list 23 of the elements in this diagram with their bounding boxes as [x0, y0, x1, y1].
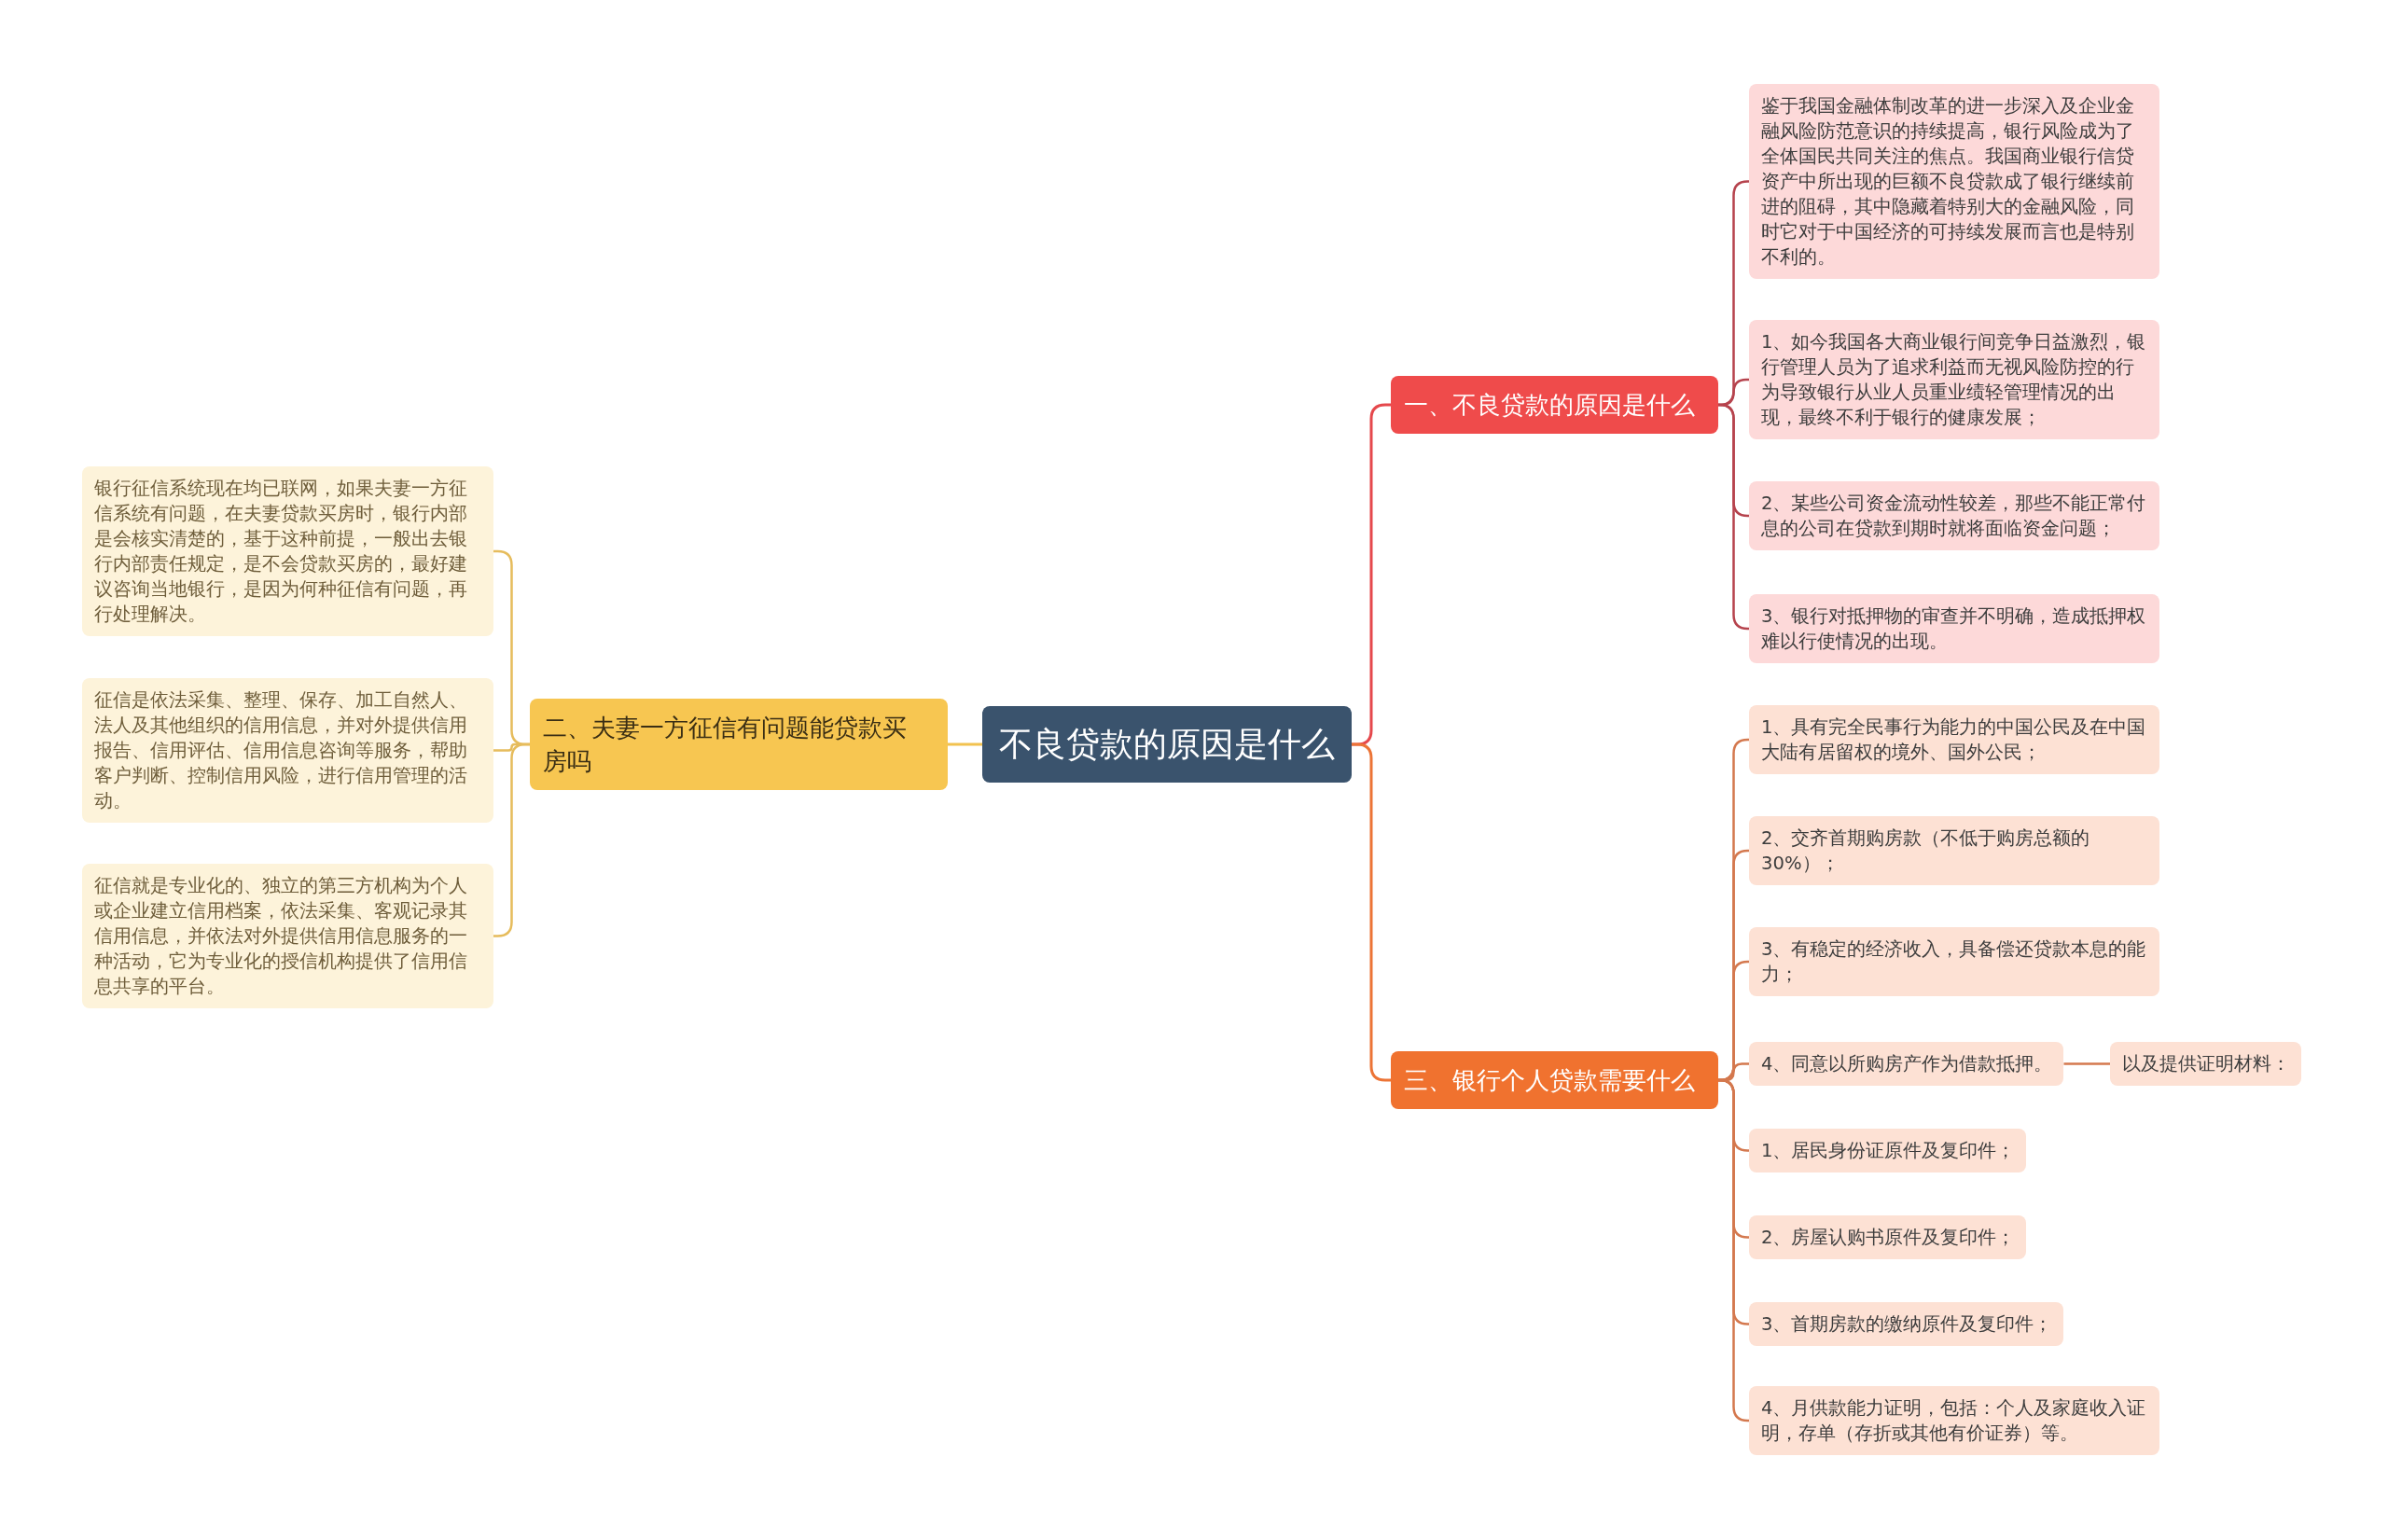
note-card: 银行征信系统现在均已联网，如果夫妻一方征信系统有问题，在夫妻贷款买房时，银行内部是会核实清楚的，基于这种前提，一般出去银行内部责任规定，是不会贷款买房的，最好建议咨询当地银行，是因为何种征信有问题，再行处理解决。 — [82, 466, 493, 636]
note-card: 鉴于我国金融体制改革的进一步深入及企业金融风险防范意识的持续提高，银行风险成为了全体国民共同关注的焦点。我国商业银行信贷资产中所出现的巨额不良贷款成了银行继续前进的阻碍，其中隐藏着特别大的金融风险，同时它对于中国经济的可持续发展而言也是特别不利的。 — [1749, 84, 2159, 279]
note-card: 1、具有完全民事行为能力的中国公民及在中国大陆有居留权的境外、国外公民； — [1749, 705, 2159, 774]
note-card: 3、有稳定的经济收入，具备偿还贷款本息的能力； — [1749, 927, 2159, 996]
note-card: 1、居民身份证原件及复印件； — [1749, 1129, 2027, 1172]
topic-box: 三、银行个人贷款需要什么 — [1391, 1051, 1718, 1109]
connector-line — [2063, 1062, 2110, 1065]
central-topic-box: 不良贷款的原因是什么 — [982, 706, 1352, 783]
connector-line — [1717, 1078, 1750, 1422]
note-card: 1、如今我国各大商业银行间竞争日益激烈，银行管理人员为了追求利益而无视风险防控的行为导致银行从业人员重业绩轻管理情况的出现，最终不利于银行的健康发展； — [1749, 320, 2159, 439]
connector-line — [948, 742, 982, 746]
topic-box: 一、不良贷款的原因是什么 — [1391, 376, 1718, 434]
note-card: 以及提供证明材料： — [2110, 1042, 2301, 1086]
note-card: 征信就是专业化的、独立的第三方机构为个人或企业建立信用档案，依法采集、客观记录其信用信息，并依法对外提供信用信息服务的一种活动，它为专业化的授信机构提供了信用信息共享的平台。 — [82, 864, 493, 1008]
note-card: 2、房屋认购书原件及复印件； — [1749, 1215, 2027, 1259]
note-card: 4、同意以所购房产作为借款抵押。 — [1749, 1042, 2064, 1086]
topic-box: 二、夫妻一方征信有问题能贷款买房吗 — [530, 699, 948, 790]
note-card: 3、银行对抵押物的审查并不明确，造成抵押权难以行使情况的出现。 — [1749, 594, 2159, 663]
note-card: 2、某些公司资金流动性较差，那些不能正常付息的公司在贷款到期时就将面临资金问题； — [1749, 481, 2159, 550]
note-card: 征信是依法采集、整理、保存、加工自然人、法人及其他组织的信用信息，并对外提供信用报告、信用评估、信用信息咨询等服务，帮助客户判断、控制信用风险，进行信用管理的活动。 — [82, 678, 493, 823]
note-card: 3、首期房款的缴纳原件及复印件； — [1749, 1302, 2064, 1346]
note-card: 4、月供款能力证明，包括：个人及家庭收入证明，存单（存折或其他有价证券）等。 — [1749, 1386, 2159, 1455]
note-card: 2、交齐首期购房款（不低于购房总额的30%）； — [1749, 816, 2159, 885]
